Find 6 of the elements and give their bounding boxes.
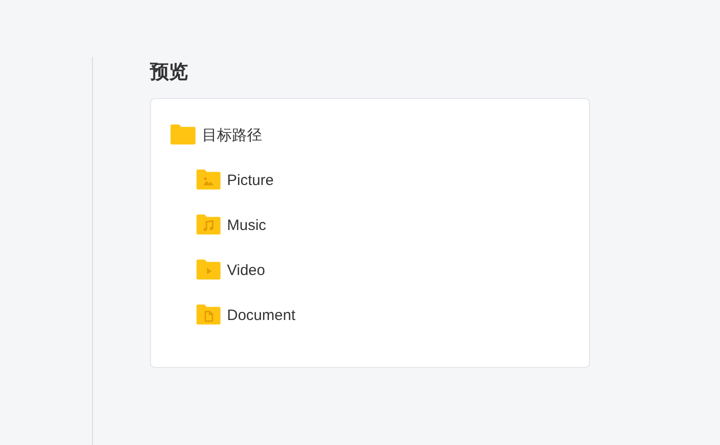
folder-name: Document (227, 306, 296, 326)
folder-name: Picture (227, 171, 274, 191)
folder-name: 目标路径 (202, 126, 262, 146)
folder-name: Video (227, 261, 266, 281)
folder-name: Music (227, 216, 266, 236)
panel-heading: 预览 (150, 61, 188, 85)
